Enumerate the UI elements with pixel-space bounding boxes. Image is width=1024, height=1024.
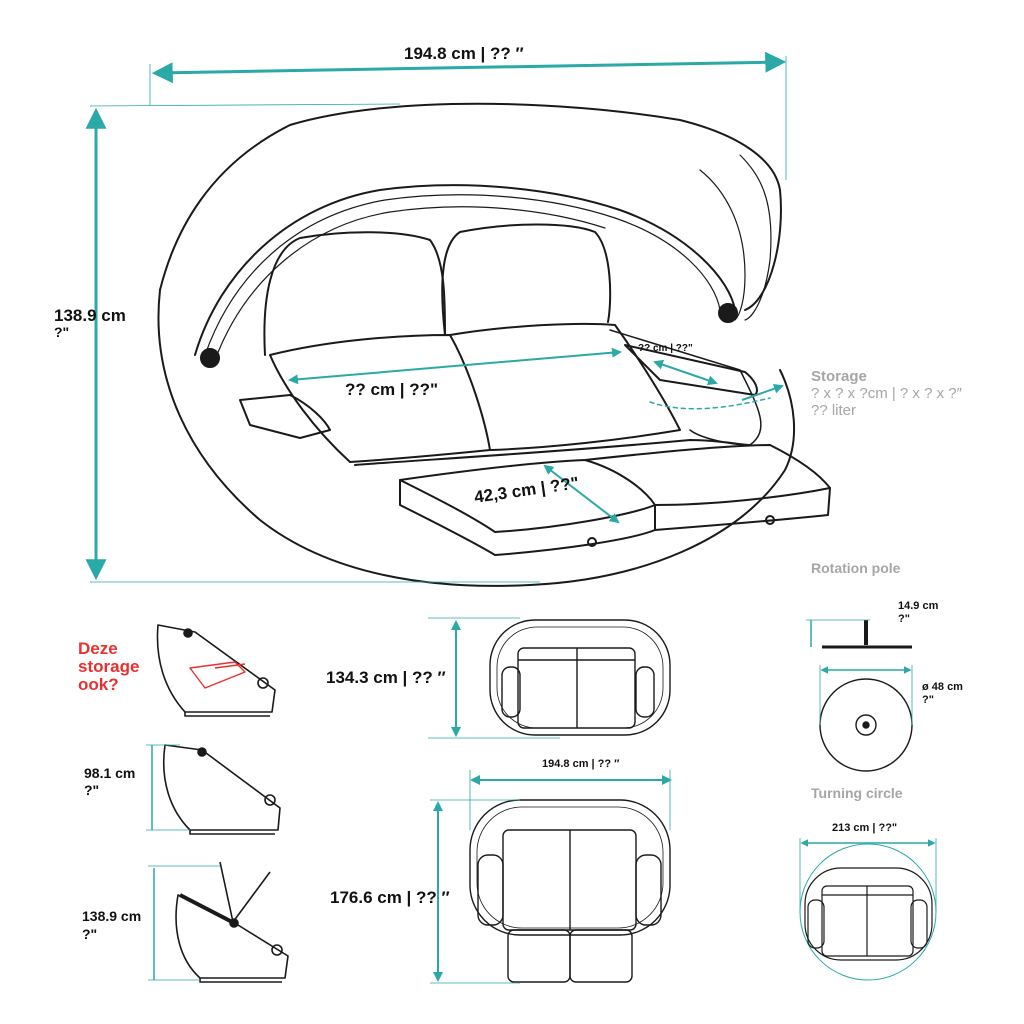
turning-circle-dimension (799, 838, 937, 912)
closed-height-cm: 98.1 cm (84, 765, 136, 781)
top-view-closed (489, 619, 671, 736)
pole-height-cm: 14.9 cm (898, 600, 939, 612)
main-canopy-rim-1 (204, 194, 721, 356)
main-perspective-drawing (157, 102, 831, 587)
main-extension-lines (89, 56, 787, 583)
main-width-label: 194.8 cm | ?? ″ (404, 44, 524, 63)
footrest-right-latch (765, 515, 775, 525)
side-view-1 (156, 624, 276, 717)
main-height-label-cm: 138.9 cm (54, 306, 126, 325)
armrest-dim-arrow (653, 359, 718, 386)
armrest-label: ?? cm | ??" (638, 343, 693, 354)
side-view-3-dimension (148, 865, 220, 981)
top-view-extended-dimensions (430, 770, 672, 984)
left-armrest (239, 394, 331, 439)
storage-title: Storage (811, 368, 867, 385)
storage-question-note: Deze storage ook? (78, 639, 140, 694)
side-view-2-dimension (146, 744, 190, 831)
main-dimension-lines (85, 51, 787, 581)
seat-width-label: ?? cm | ??" (345, 380, 439, 399)
top-extended-depth-label: 176.6 cm | ?? ″ (330, 888, 450, 907)
footrest-right-front (654, 487, 831, 531)
rotation-pole-side (822, 620, 912, 649)
storage-volume: ?? liter (811, 402, 857, 419)
footrest-dim-arrow (543, 464, 620, 524)
main-height-label-in: ?" (54, 324, 70, 340)
storage-dims: ? x ? x ?cm | ? x ? x ?″ (811, 385, 962, 402)
rotation-pole-top-dimension (819, 665, 913, 725)
pole-diameter-cm: ø 48 cm (922, 681, 963, 693)
footrest-right (584, 444, 831, 506)
main-canopy-front-edge (739, 154, 772, 321)
turning-circle-drawing (799, 843, 937, 981)
right-hinge (718, 303, 738, 323)
side-view-3 (175, 861, 289, 983)
top-closed-depth-label: 134.3 cm | ?? ″ (326, 668, 446, 687)
open-height-in: ?" (82, 926, 98, 942)
pole-height-in: ?" (898, 613, 910, 625)
main-canopy (159, 102, 782, 311)
top-view-closed-dimension (428, 617, 560, 739)
top-view-extended (469, 799, 671, 983)
main-shell (157, 289, 795, 587)
rotation-pole-side-dimension (806, 619, 870, 647)
closed-height-in: ?" (84, 782, 100, 798)
rotation-pole-title: Rotation pole (811, 560, 901, 576)
back-cushion-right (441, 223, 612, 336)
right-side-panel (609, 329, 762, 446)
main-width-dim-arrow (151, 51, 787, 84)
turning-circle-title: Turning circle (811, 785, 903, 801)
main-canopy-front-edge-2 (699, 169, 746, 321)
turning-circle-diameter: 213 cm | ??" (832, 822, 898, 834)
side-view-2 (162, 744, 281, 835)
left-hinge (200, 348, 220, 368)
footrest-left-latch (587, 537, 597, 547)
open-height-cm: 138.9 cm (82, 908, 142, 924)
main-canopy-rim-2 (214, 206, 606, 361)
storage-pointer-arrow (741, 383, 784, 401)
footrest-left-front (399, 479, 656, 556)
seat-width-dim-arrow (288, 347, 622, 385)
rotation-pole-top (819, 678, 913, 772)
pole-diameter-in: ?" (922, 694, 934, 706)
seat-base-front (354, 439, 751, 466)
storage-dashed-outline (649, 397, 771, 410)
top-width-label: 194.8 cm | ?? ″ (542, 758, 620, 770)
main-canopy-inner (194, 184, 736, 356)
